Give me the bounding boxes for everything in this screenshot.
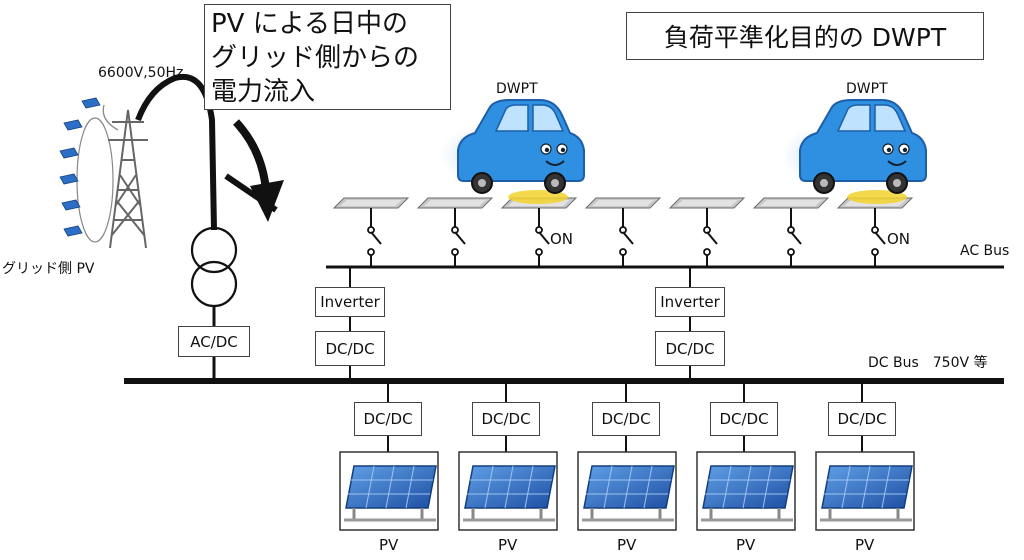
dwpt-label-1: DWPT	[496, 81, 538, 97]
pv-label-5: PV	[855, 536, 875, 554]
ev-car-icon-2	[781, 99, 927, 194]
inverter-box-1: Inverter	[315, 287, 385, 317]
grid-voltage-label: 6600V,50Hz	[98, 65, 184, 81]
inflow-callout: PV による日中の グリッド側からの 電力流入	[204, 4, 451, 110]
pv-dcdc-box-4: DC/DC	[710, 402, 778, 436]
callout-line-3: 電力流入	[211, 77, 316, 107]
dwpt-label-2: DWPT	[846, 81, 888, 97]
pad-switches	[367, 207, 886, 269]
callout-line-2: グリッド側からの	[211, 43, 420, 73]
pv-dcdc-box-3: DC/DC	[592, 402, 660, 436]
transmission-tower-icon	[102, 104, 148, 249]
dcdc-box-1: DC/DC	[315, 331, 385, 366]
ev-car-icon-1	[439, 99, 585, 194]
grid-pv-array	[59, 97, 114, 243]
switch-on-label-2: ON	[887, 230, 911, 248]
callout-line-1: PV による日中の	[211, 9, 408, 39]
switch-on-label-1: ON	[550, 230, 574, 248]
pv-label-4: PV	[736, 536, 756, 554]
inflow-arrow-icon	[224, 119, 284, 222]
road-pads	[333, 197, 913, 209]
pv-dcdc-box-2: DC/DC	[472, 402, 540, 436]
pv-label-3: PV	[617, 536, 637, 554]
pv-panels	[339, 451, 915, 531]
ac-bus-label: AC Bus	[960, 243, 1010, 259]
dcdc-box-2: DC/DC	[655, 331, 725, 366]
diagram-title: 負荷平準化目的の DWPT	[626, 12, 984, 60]
pv-label-2: PV	[498, 536, 518, 554]
active-coil-2	[847, 190, 907, 204]
inverter-box-2: Inverter	[655, 287, 725, 317]
dc-bus-label: DC Bus 750V 等	[868, 355, 988, 371]
pv-label-1: PV	[379, 536, 399, 554]
transformer-icon	[190, 226, 238, 308]
grid-pv-label: グリッド側 PV	[2, 261, 95, 277]
pv-dcdc-box-1: DC/DC	[354, 402, 422, 436]
pv-drop-lines	[387, 381, 863, 452]
grid-feeder-line	[135, 73, 217, 231]
grid-acdc-box: AC/DC	[178, 326, 250, 357]
pv-dcdc-box-5: DC/DC	[828, 402, 896, 436]
